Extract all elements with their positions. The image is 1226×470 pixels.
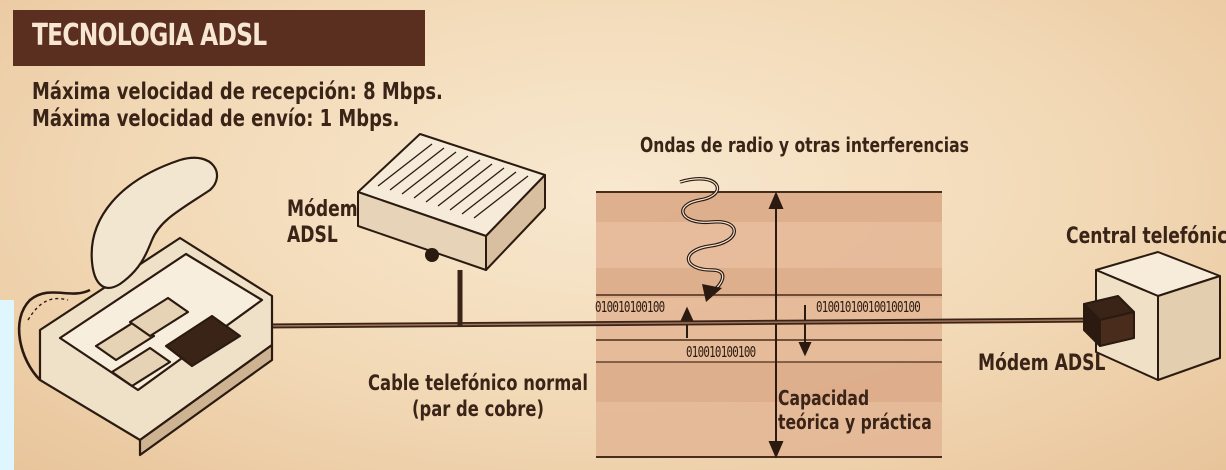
cable-label-line2: (par de cobre) xyxy=(411,397,544,421)
bit-stream-right: 010010100100100100 xyxy=(816,298,921,316)
capacity-label: Capacidad teórica y práctica xyxy=(778,386,932,434)
download-speed-text: Máxima velocidad de recepción: 8 Mbps. xyxy=(32,79,443,105)
capacity-label-line2: teórica y práctica xyxy=(778,410,932,434)
modem-right-label: Módem ADSL xyxy=(978,351,1106,376)
capacity-label-line1: Capacidad xyxy=(778,386,870,410)
bit-stream-left: 010010100100 xyxy=(595,298,665,316)
exchange-label: Central telefónica xyxy=(1066,224,1226,249)
modem-left-label-line1: Módem xyxy=(287,197,358,222)
modem-left-label: Módem ADSL xyxy=(287,197,358,249)
bit-stream-middle: 010010100100 xyxy=(686,343,756,361)
telephone xyxy=(17,156,274,457)
page-title: TECNOLOGIA ADSL xyxy=(32,18,267,53)
title-banner xyxy=(13,10,425,66)
cable-label-line1: Cable telefónico normal xyxy=(368,371,588,395)
interference-label: Ondas de radio y otras interferencias xyxy=(640,133,969,157)
cable-label: Cable telefónico normal (par de cobre) xyxy=(368,370,588,422)
modem-left-label-line2: ADSL xyxy=(287,223,338,248)
telephone-exchange xyxy=(1083,251,1221,381)
left-edge-strip xyxy=(0,300,14,470)
interference-wave xyxy=(679,177,736,302)
capacity-arrow xyxy=(680,191,812,459)
upload-speed-text: Máxima velocidad de envío: 1 Mbps. xyxy=(32,106,400,132)
adsl-modem-left xyxy=(357,133,546,271)
telephone-cable xyxy=(264,270,1096,329)
